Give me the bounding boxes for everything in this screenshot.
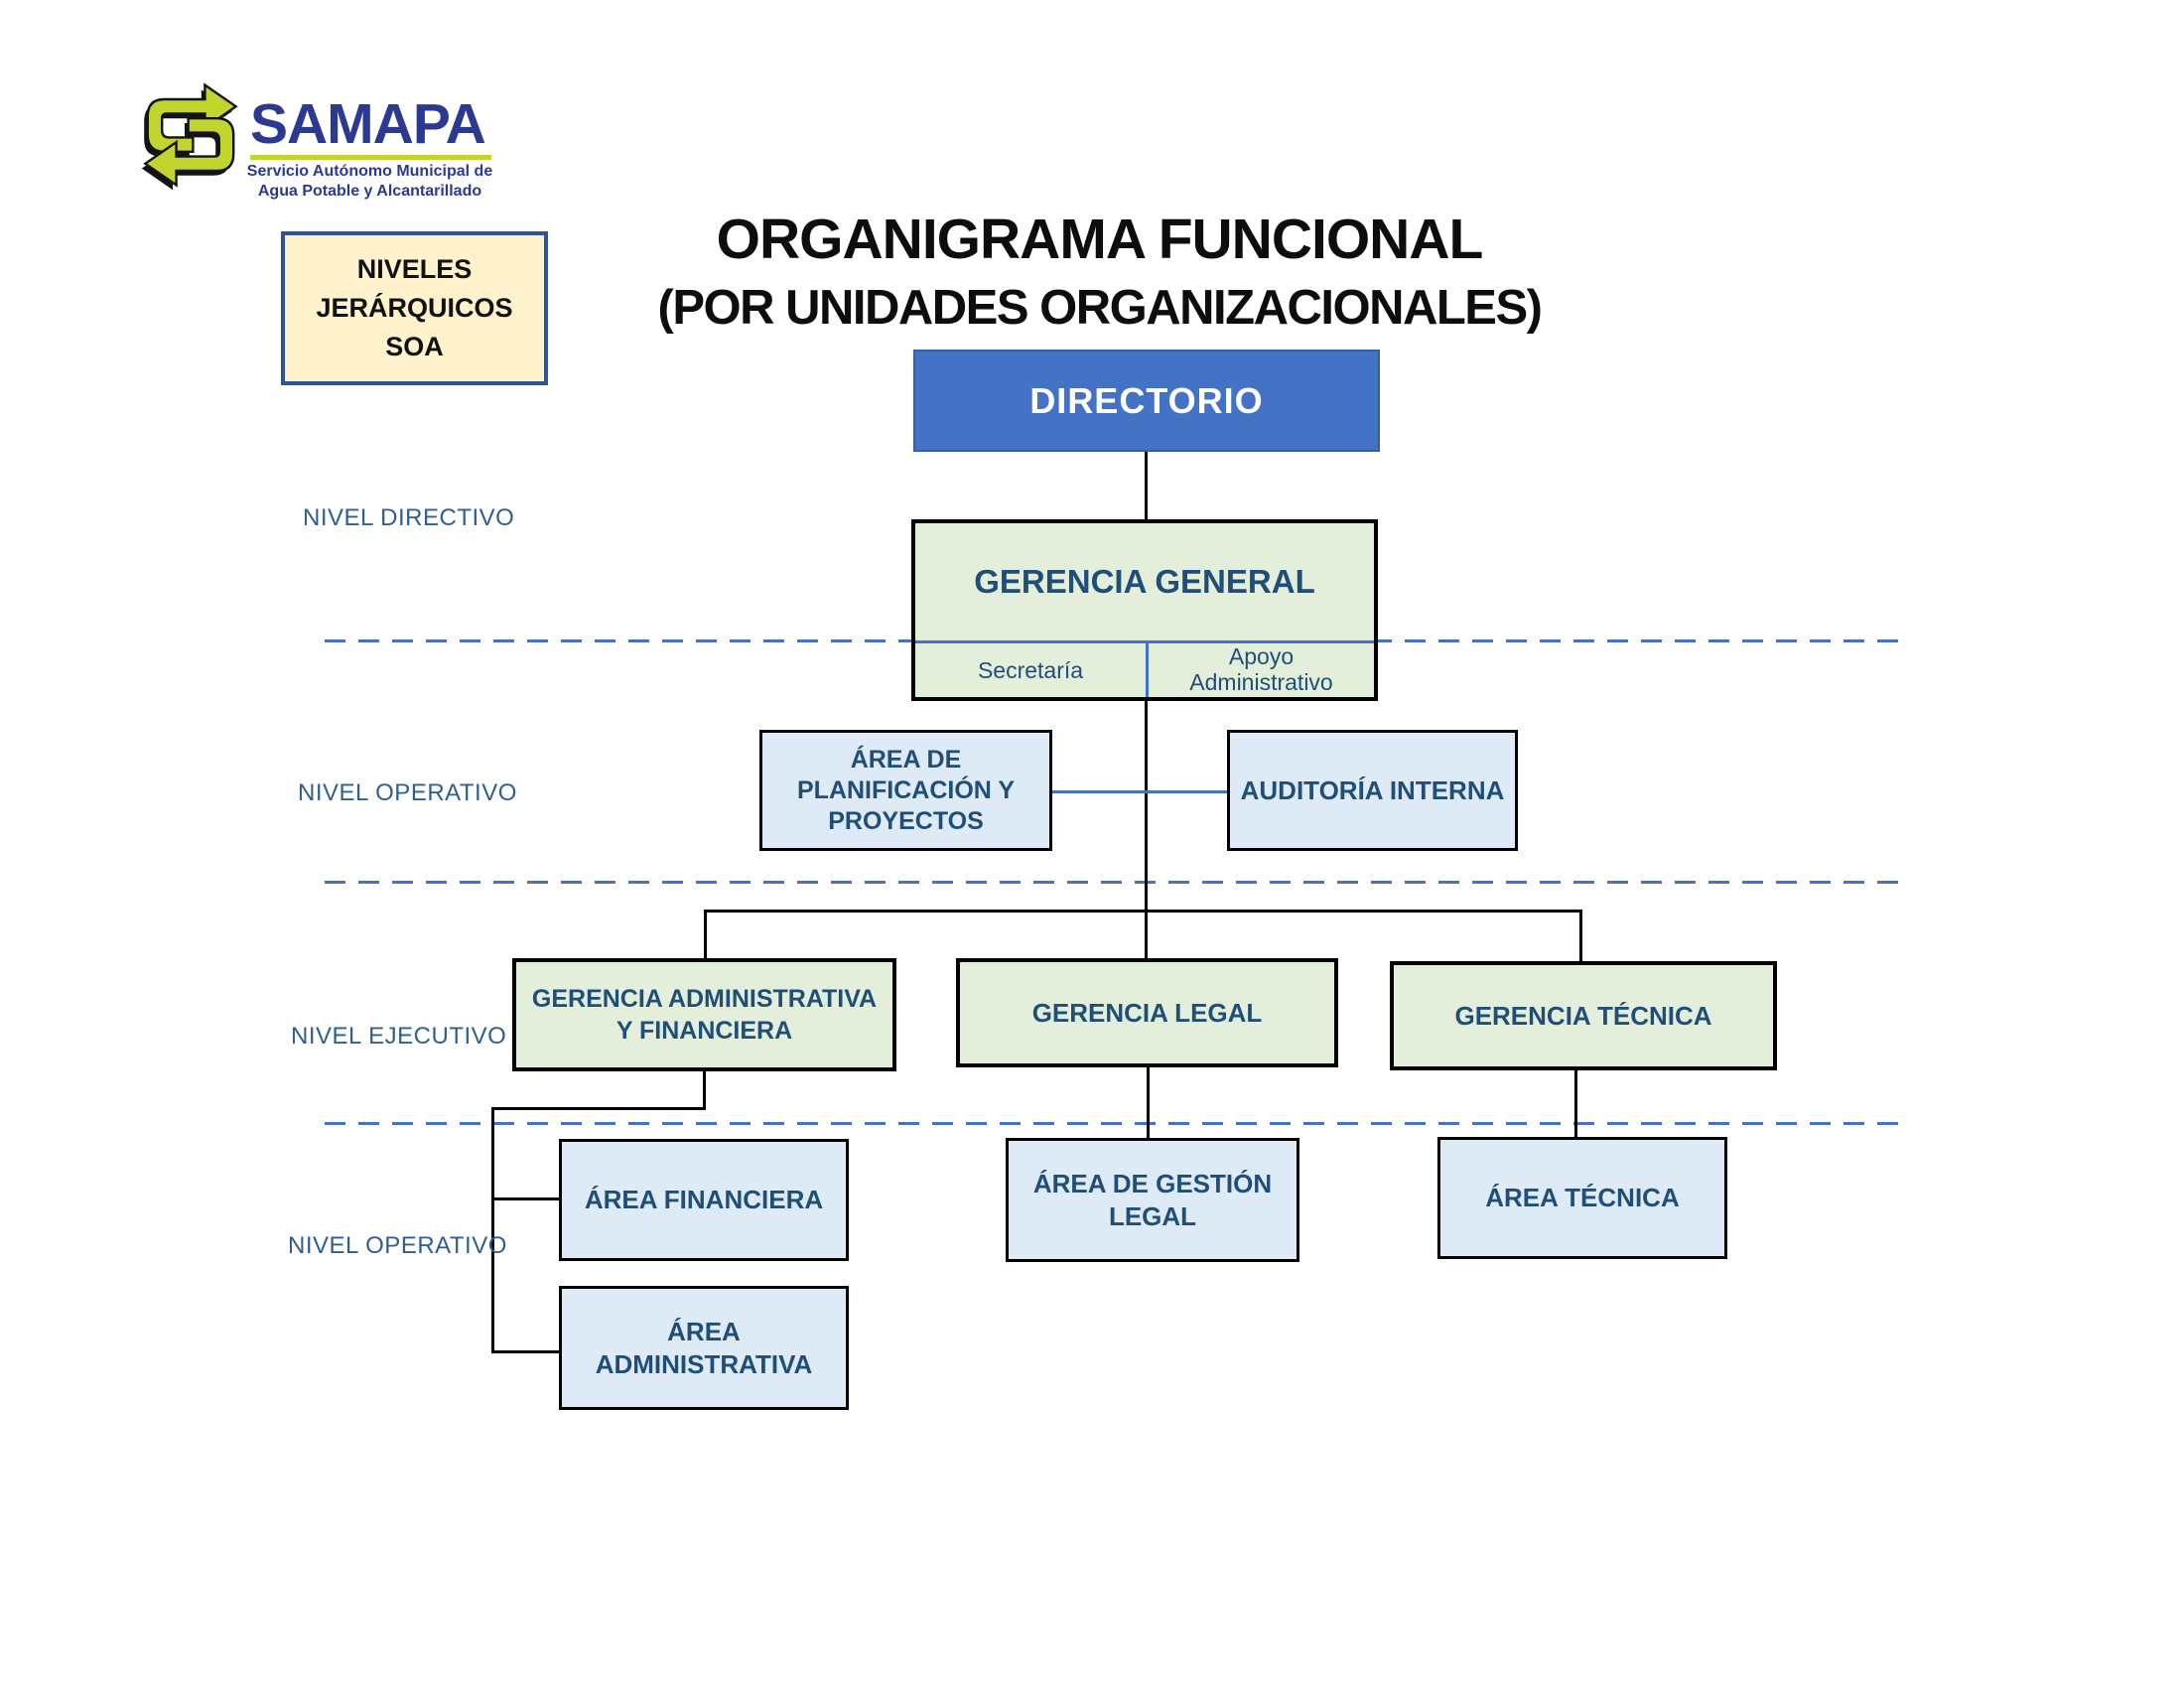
level-separator-operativo (325, 881, 1909, 884)
s-arrows-icon (141, 82, 238, 191)
samapa-logo-icon (131, 74, 250, 196)
gg-cell-apoyo-administrativo: Apoyo Administrativo (1189, 642, 1333, 695)
level-separator-ejecutivo (325, 1122, 1909, 1125)
connector-staff-blue (1050, 790, 1229, 793)
logo-subtitle: Servicio Autónomo Municipal de Agua Pota… (246, 163, 493, 200)
level-label-ejecutivo: NIVEL EJECUTIVO (291, 1023, 507, 1050)
logo-brand-text: SAMAPA (250, 92, 486, 156)
connector-drop-gaf (704, 910, 707, 960)
logo-underline (250, 155, 491, 160)
connector-directorio-gg (1145, 452, 1148, 521)
node-gerencia-administrativa: GERENCIA ADMINISTRATIVA Y FINANCIERA (512, 958, 896, 1071)
node-auditoria-interna: AUDITORÍA INTERNA (1227, 730, 1518, 851)
node-area-tecnica: ÁREA TÉCNICA (1437, 1137, 1727, 1259)
connector-gg-trunk (1145, 701, 1148, 959)
node-directorio: DIRECTORIO (913, 350, 1380, 452)
gg-divider-vertical (1146, 640, 1149, 697)
page-title-line2: (POR UNIDADES ORGANIZACIONALES) (657, 281, 1543, 335)
gg-divider-horizontal (915, 640, 1374, 643)
page-title-line1: ORGANIGRAMA FUNCIONAL (716, 208, 1484, 271)
node-area-administrativa: ÁREA ADMINISTRATIVA (559, 1286, 849, 1410)
connector-executive-bar (704, 910, 1582, 913)
connector-bracket-top (491, 1107, 706, 1110)
level-label-operativo-2: NIVEL OPERATIVO (288, 1232, 507, 1259)
connector-gaf-stem (703, 1071, 706, 1110)
node-area-planificacion: ÁREA DE PLANIFICACIÓN Y PROYECTOS (759, 730, 1052, 851)
node-gerencia-general: GERENCIA GENERAL Secretaría Apoyo Admini… (911, 519, 1378, 701)
gg-cell-secretaria: Secretaría (977, 657, 1084, 683)
connector-bracket-spine (491, 1107, 494, 1353)
node-gerencia-legal: GERENCIA LEGAL (956, 958, 1338, 1067)
node-gerencia-tecnica: GERENCIA TÉCNICA (1390, 961, 1777, 1070)
level-label-operativo-1: NIVEL OPERATIVO (298, 779, 517, 806)
level-label-directivo: NIVEL DIRECTIVO (303, 504, 515, 531)
niveles-jerarquicos-legend-box: NIVELES JERÁRQUICOS SOA (281, 231, 548, 385)
connector-stub-financiera (491, 1197, 561, 1200)
connector-drop-gt (1579, 910, 1582, 963)
connector-stub-administrativa (491, 1350, 561, 1353)
node-area-gestion-legal: ÁREA DE GESTIÓN LEGAL (1006, 1138, 1299, 1262)
gerencia-general-label: GERENCIA GENERAL (974, 563, 1315, 600)
connector-gt-at (1574, 1070, 1577, 1139)
connector-gl-agl (1147, 1067, 1150, 1140)
node-area-financiera: ÁREA FINANCIERA (559, 1139, 849, 1261)
